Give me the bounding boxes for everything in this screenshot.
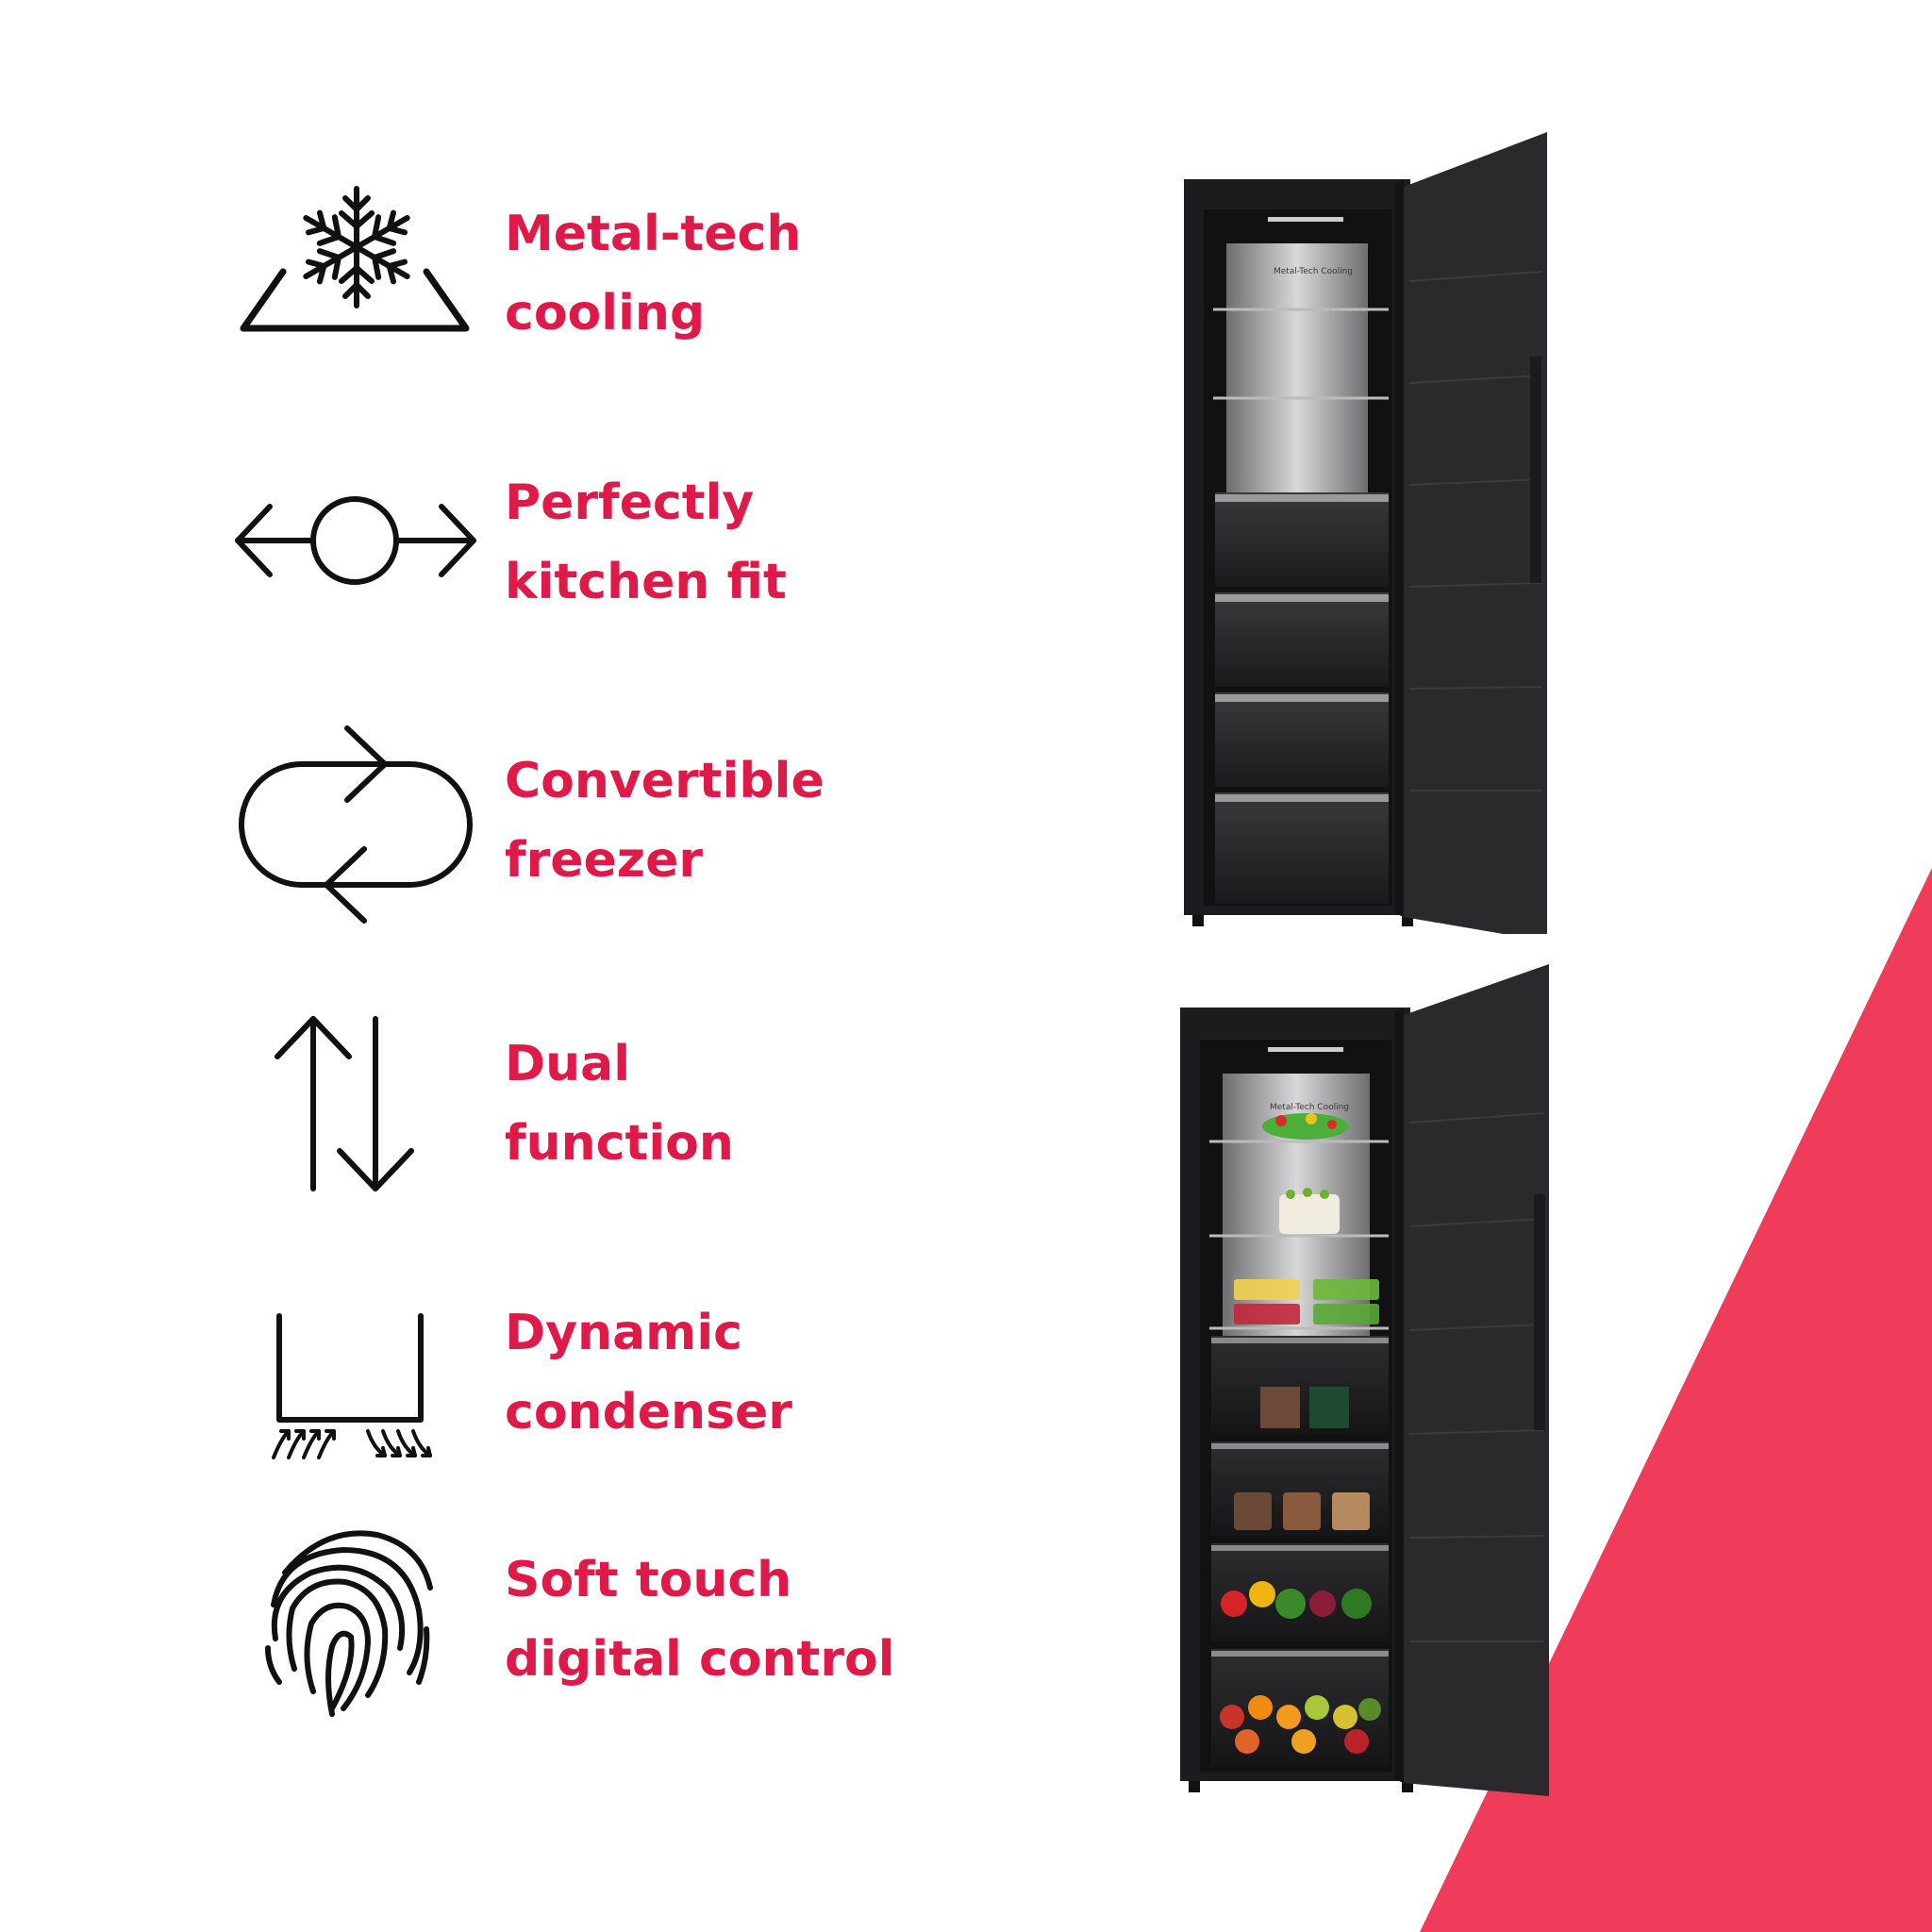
stocked-fridge: Metal-Tech Cooling	[1175, 962, 1553, 1802]
feature-soft-touch-control: Soft touch digital control	[0, 1507, 943, 1733]
metal-back-panel	[1226, 243, 1368, 498]
food-package	[1309, 1387, 1349, 1428]
jar	[1332, 1492, 1370, 1530]
cake	[1279, 1194, 1340, 1234]
snowflake-icon	[226, 160, 491, 387]
metal-panel-text: Metal-Tech Cooling	[1270, 1103, 1349, 1112]
condenser-icon	[226, 1259, 491, 1486]
feature-label: Convertible freezer	[505, 753, 824, 889]
food-package	[1260, 1387, 1300, 1428]
feature-label: Metal-tech cooling	[505, 206, 802, 341]
feature-convertible-freezer: Convertible freezer	[0, 708, 943, 934]
fridge-door	[1404, 964, 1549, 1796]
metal-panel-text: Metal-Tech Cooling	[1274, 267, 1353, 276]
empty-fridge: Metal-Tech Cooling	[1179, 130, 1557, 934]
kitchen-fit-icon	[226, 429, 491, 656]
fridge-door	[1404, 132, 1547, 934]
feature-metal-tech-cooling: Metal-tech cooling	[0, 160, 943, 387]
feature-label: Dynamic condenser	[505, 1305, 792, 1441]
dual-arrows-icon	[226, 991, 491, 1217]
fingerprint-icon	[226, 1507, 491, 1733]
feature-dynamic-condenser: Dynamic condenser	[0, 1259, 943, 1486]
feature-kitchen-fit: Perfectly kitchen fit	[0, 429, 943, 656]
feature-label: Perfectly kitchen fit	[505, 475, 787, 610]
feature-dual-function: Dual function	[0, 991, 943, 1217]
jar	[1283, 1492, 1321, 1530]
jar	[1234, 1492, 1272, 1530]
feature-label: Soft touch digital control	[505, 1552, 895, 1688]
convert-cycle-icon	[226, 708, 491, 934]
feature-label: Dual function	[505, 1036, 734, 1172]
